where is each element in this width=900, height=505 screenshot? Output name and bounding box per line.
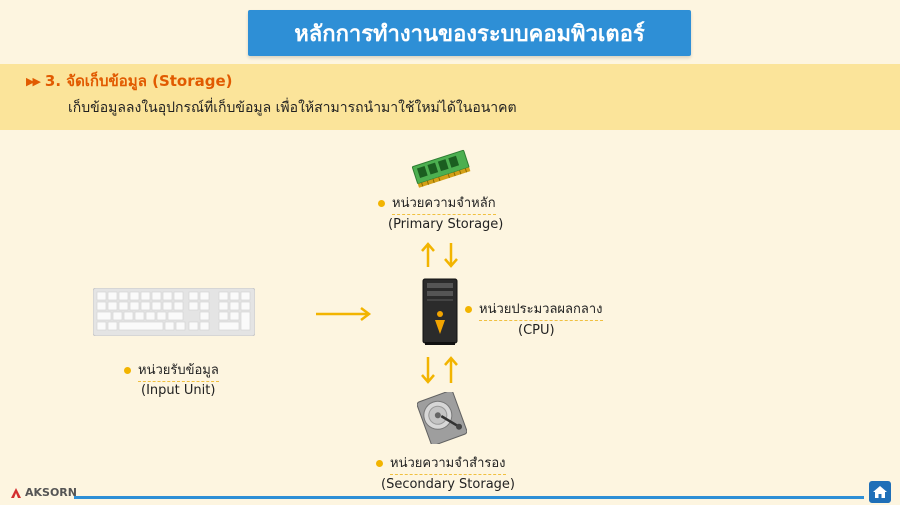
bullet-dot — [465, 306, 472, 313]
input-unit-label: หน่วยรับข้อมูล — [124, 359, 219, 382]
footer-divider — [74, 496, 864, 499]
primary-storage-label-text: หน่วยความจำหลัก — [392, 192, 496, 215]
aksorn-logo: AKSORN — [10, 486, 77, 499]
arrow-down-to-secondary — [421, 357, 435, 384]
secondary-storage-sub: (Secondary Storage) — [381, 477, 515, 492]
home-button[interactable] — [869, 481, 891, 503]
aksorn-logo-icon — [11, 487, 21, 498]
cpu-label: หน่วยประมวลผลกลาง — [465, 298, 603, 321]
input-unit-label-text: หน่วยรับข้อมูล — [138, 359, 219, 382]
bullet-dot — [124, 367, 131, 374]
keyboard-icon — [93, 288, 255, 336]
cpu-tower-icon — [422, 278, 458, 345]
arrow-up-from-secondary — [444, 356, 458, 383]
bullet-dot — [378, 200, 385, 207]
secondary-storage-label-text: หน่วยความจำสำรอง — [390, 452, 506, 475]
cpu-sub: (CPU) — [518, 323, 555, 338]
double-chevron-icon: ▶▶ — [26, 74, 41, 88]
section-heading: ▶▶ 3. จัดเก็บข้อมูล (Storage) — [26, 70, 233, 92]
ram-icon — [411, 149, 471, 188]
aksorn-logo-text: AKSORN — [25, 486, 77, 499]
cpu-label-text: หน่วยประมวลผลกลาง — [479, 298, 603, 321]
primary-storage-sub: (Primary Storage) — [388, 217, 504, 232]
secondary-storage-label: หน่วยความจำสำรอง — [376, 452, 506, 475]
arrow-down-from-primary — [444, 243, 458, 268]
page-title: หลักการทำงานของระบบคอมพิวเตอร์ — [248, 10, 691, 56]
section-band — [0, 64, 900, 130]
arrow-up-to-primary — [421, 242, 435, 267]
primary-storage-label: หน่วยความจำหลัก — [378, 192, 496, 215]
section-heading-text: 3. จัดเก็บข้อมูล (Storage) — [44, 72, 233, 90]
home-icon — [873, 486, 887, 498]
bullet-dot — [376, 460, 383, 467]
page-title-text: หลักการทำงานของระบบคอมพิวเตอร์ — [294, 21, 645, 47]
section-description: เก็บข้อมูลลงในอุปกรณ์ที่เก็บข้อมูล เพื่อ… — [68, 100, 517, 116]
input-unit-sub: (Input Unit) — [141, 383, 216, 398]
arrow-input-to-cpu — [316, 307, 372, 321]
hard-disk-icon — [417, 392, 467, 444]
